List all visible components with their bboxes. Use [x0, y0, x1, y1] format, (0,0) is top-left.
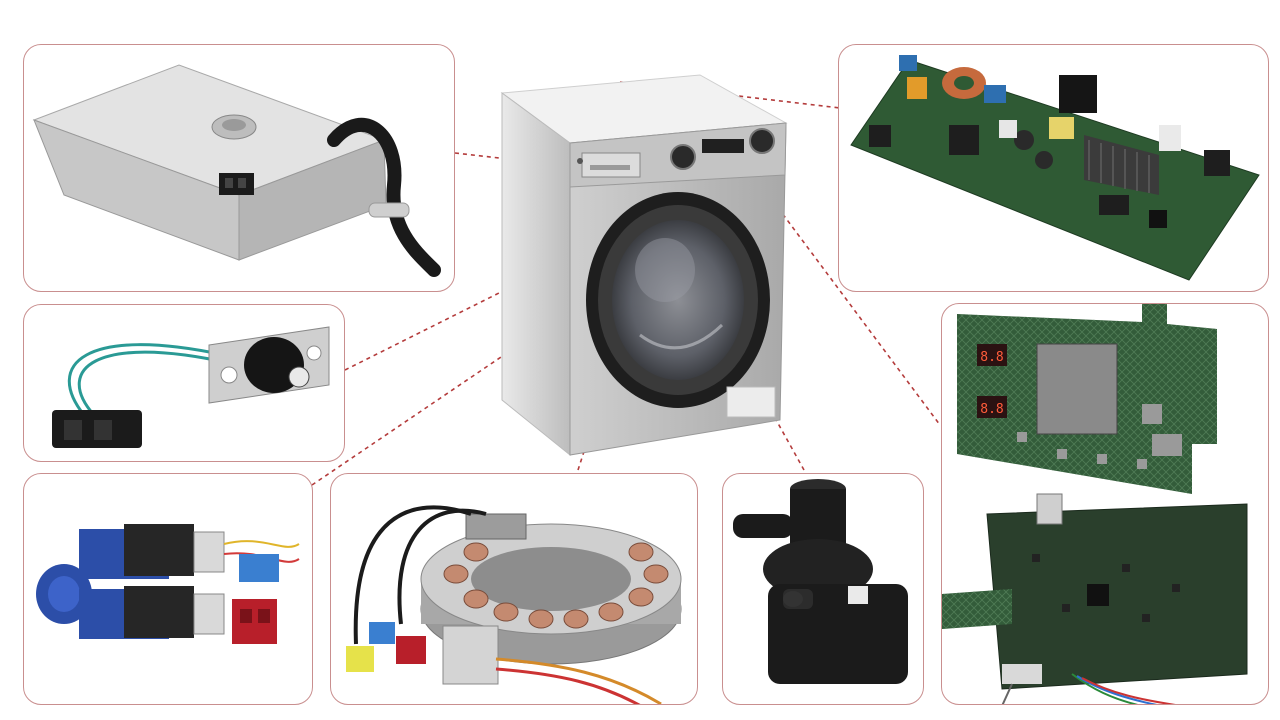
panel-main-control-board	[838, 44, 1269, 292]
stator-coils-icon	[346, 505, 682, 704]
washing-machine-illustration	[490, 65, 795, 460]
display-pcb-icon: 8.8 8.8	[942, 304, 1248, 704]
pump-icon	[733, 479, 908, 684]
door-lock-icon	[52, 326, 330, 448]
pcb-icon	[850, 55, 1260, 281]
panel-display-control-board: 8.8 8.8	[941, 303, 1269, 705]
upper-display-digits: 8.8	[980, 350, 1003, 365]
lower-display-digits: 8.8	[980, 402, 1003, 417]
machine-display	[702, 139, 744, 153]
panel-motor-stator	[330, 473, 698, 705]
panel-water-inlet-valve	[23, 473, 313, 705]
machine-side	[501, 92, 571, 457]
panel-detergent-dispenser	[23, 44, 455, 292]
program-knob	[670, 144, 696, 170]
solenoid-valve-icon	[36, 524, 300, 644]
rating-label	[726, 386, 776, 418]
dispenser-housing-icon	[32, 64, 441, 277]
panel-door-lock-switch	[23, 304, 345, 462]
option-knob	[749, 128, 775, 154]
panel-drain-pump	[722, 473, 924, 705]
